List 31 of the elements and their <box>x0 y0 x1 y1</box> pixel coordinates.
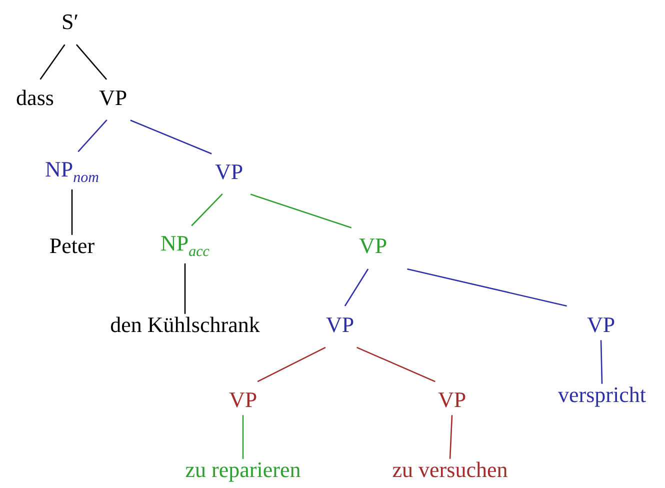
tree-node-label: VP <box>358 234 388 258</box>
tree-node-label: VP <box>98 86 128 110</box>
tree-node-label: verspricht <box>558 382 646 408</box>
tree-branch <box>130 120 212 154</box>
tree-branch <box>344 268 369 306</box>
tree-node-label: S′ <box>61 10 79 34</box>
tree-branch <box>242 415 244 459</box>
tree-branch <box>600 340 603 384</box>
tree-node-label: NP$_{acc}$ <box>160 232 210 260</box>
tree-node-label: zu versuchen <box>392 458 508 482</box>
tree-node-label: VP <box>228 388 258 412</box>
tree-branch <box>40 44 66 80</box>
tree-node-label: NP$_{nom}$ <box>45 158 99 186</box>
tree-branch <box>78 119 108 152</box>
tree-branch <box>250 194 352 228</box>
tree-node-label: Peter <box>49 234 95 258</box>
tree-node-label: dass <box>16 86 54 110</box>
tree-branch <box>257 346 326 382</box>
tree-node-label: VP <box>586 312 616 338</box>
tree-branch <box>76 44 108 80</box>
tree-branch <box>449 415 453 459</box>
tree-node-label: VP <box>214 160 244 184</box>
tree-node-label: zu reparieren <box>185 458 301 482</box>
tree-branch <box>184 263 186 314</box>
tree-node-label: VP <box>438 388 466 412</box>
tree-branch <box>191 193 223 226</box>
tree-branch <box>356 346 436 382</box>
tree-node-label: VP <box>326 312 354 338</box>
tree-branch <box>71 189 73 235</box>
tree-node-label: den Kühlschrank <box>110 312 260 338</box>
tree-branch <box>407 268 567 307</box>
